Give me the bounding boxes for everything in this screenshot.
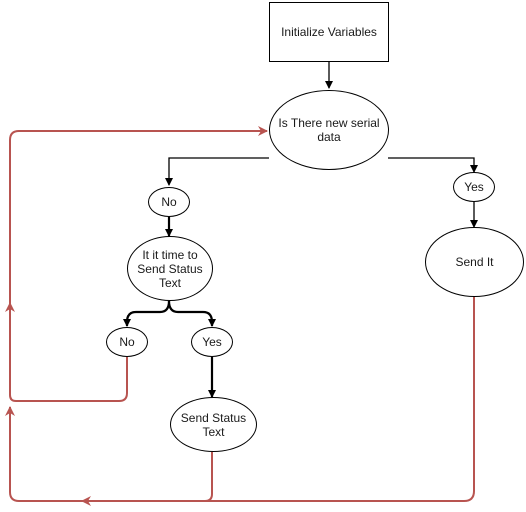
node-no-bottom: No bbox=[106, 327, 148, 357]
node-yes-top: Yes bbox=[453, 172, 495, 202]
node-no-top: No bbox=[148, 187, 190, 217]
loop-bottom-to-left bbox=[4, 406, 82, 502]
edge-serial-to-yes bbox=[388, 157, 478, 173]
loop-sendit-to-bottom bbox=[81, 296, 475, 506]
node-send-status-text: Send Status Text bbox=[170, 397, 257, 452]
loop-sendstatus-down bbox=[82, 452, 213, 502]
edge-serial-to-no bbox=[165, 157, 269, 186]
loop-left-to-serial bbox=[9, 126, 268, 303]
loop-no-to-left bbox=[4, 302, 128, 402]
node-send-it: Send It bbox=[425, 227, 524, 297]
edge-status-to-no bbox=[123, 300, 171, 327]
node-initialize-variables: Initialize Variables bbox=[269, 2, 389, 62]
edge-status-to-yes bbox=[167, 300, 216, 327]
node-yes-bottom: Yes bbox=[191, 327, 233, 357]
node-decision-status-text: It it time to Send Status Text bbox=[127, 236, 213, 301]
node-decision-serial-data: Is There new serial data bbox=[269, 90, 389, 170]
